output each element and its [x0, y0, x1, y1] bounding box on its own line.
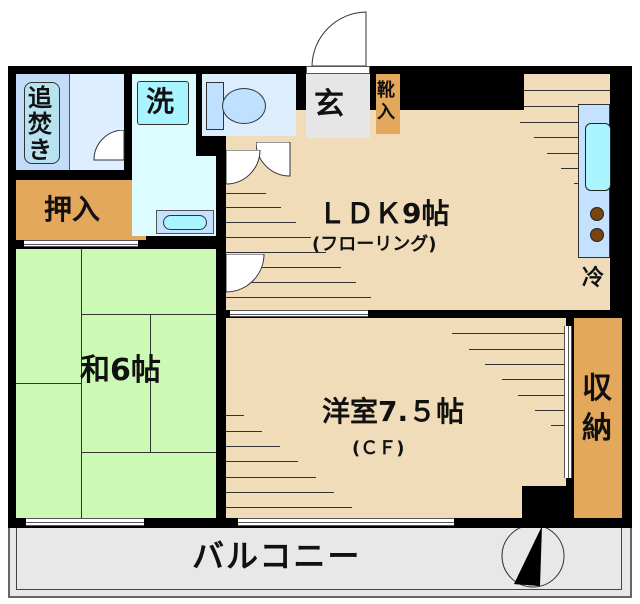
- floor-line: [551, 425, 564, 426]
- closet-sliding-door[interactable]: [564, 326, 572, 478]
- shoe-closet-label-2: 入: [377, 102, 395, 123]
- toilet-bowl-icon: [222, 88, 266, 124]
- kitchen-sink-icon: [585, 123, 611, 191]
- stove-burner-icon: [590, 228, 604, 242]
- tatami-line: [150, 314, 151, 452]
- floor-line: [547, 153, 580, 154]
- oshiire-label: 押入: [44, 193, 101, 226]
- floor-line: [226, 222, 296, 223]
- floor-line: [574, 183, 580, 184]
- floor-line: [226, 507, 352, 508]
- ldk-label: ＬＤＫ9帖: [318, 197, 450, 230]
- floor-line: [226, 267, 341, 268]
- floor-line: [502, 379, 564, 380]
- tatami-line: [16, 383, 82, 384]
- floor-line: [226, 415, 244, 416]
- compass: [500, 524, 566, 592]
- tatami-line: [81, 314, 216, 315]
- ldk-sublabel: (フローリング): [312, 234, 437, 255]
- front-door-frame: [306, 66, 370, 74]
- stove-burner-icon: [590, 207, 604, 221]
- floor-line: [226, 237, 311, 238]
- oshiire-sliding-door[interactable]: [24, 240, 138, 247]
- north-arrow-icon: [501, 524, 565, 588]
- bath-label-box: [24, 82, 60, 164]
- wall-corner: [522, 486, 566, 520]
- wash-label-box: [137, 81, 189, 125]
- ldk-door[interactable]: [225, 149, 266, 190]
- storage-label-2: 納: [582, 411, 612, 446]
- door-swing-icon: [225, 253, 265, 293]
- floor-line: [485, 364, 564, 365]
- floor-line: [535, 410, 564, 411]
- floor-line: [226, 207, 281, 208]
- floor-line: [524, 106, 610, 107]
- bath-door[interactable]: [92, 129, 132, 170]
- door-swing-icon: [93, 129, 125, 161]
- balcony-label: バルコニー: [192, 537, 362, 575]
- toilet-door[interactable]: [255, 141, 296, 182]
- front-door[interactable]: [306, 10, 370, 68]
- shoe-closet-label-1: 靴: [377, 80, 395, 101]
- door-swing-icon: [255, 141, 291, 177]
- entrance-label: 玄: [314, 87, 344, 122]
- floor-line: [524, 90, 610, 91]
- floor-line: [226, 492, 334, 493]
- bath-label-3: き: [28, 136, 52, 164]
- bath-label-1: 追: [28, 84, 52, 112]
- floor-line: [561, 168, 580, 169]
- floor-line: [469, 349, 564, 350]
- floor-line: [226, 461, 298, 462]
- floor-line: [452, 333, 564, 334]
- room-storage: [574, 318, 622, 518]
- room-western: [226, 318, 566, 518]
- washroom-label: 洗: [146, 85, 175, 118]
- floor-line: [226, 477, 316, 478]
- western-room-sublabel: (ＣＦ): [352, 438, 405, 459]
- ldk-sliding-door[interactable]: [230, 310, 368, 317]
- japanese-window[interactable]: [26, 518, 144, 526]
- washbasin-bowl-icon: [163, 215, 207, 230]
- floor-line: [226, 446, 280, 447]
- door-swing-icon: [225, 149, 261, 185]
- floor-line: [226, 252, 326, 253]
- bath-label-2: 焚: [28, 110, 52, 138]
- balcony-inner-line: [16, 528, 622, 590]
- shoe-closet: [376, 74, 400, 134]
- door-swing-icon: [311, 11, 367, 67]
- floor-line: [226, 193, 266, 194]
- floor-line: [518, 395, 564, 396]
- japanese-room-door[interactable]: [225, 253, 266, 294]
- floor-line: [226, 297, 371, 298]
- floor-line: [226, 431, 262, 432]
- room-oshiire: [16, 180, 146, 240]
- floor-line: [520, 122, 580, 123]
- fridge-label: 冷: [582, 266, 605, 291]
- room-entrance: [306, 74, 370, 138]
- storage-label-1: 収: [582, 371, 612, 406]
- tatami-line: [81, 452, 216, 453]
- western-room-label: 洋室7.５帖: [322, 395, 465, 428]
- japanese-room-label: 和6帖: [80, 353, 161, 388]
- western-window[interactable]: [238, 518, 454, 526]
- floor-line: [226, 282, 356, 283]
- floor-line: [534, 137, 580, 138]
